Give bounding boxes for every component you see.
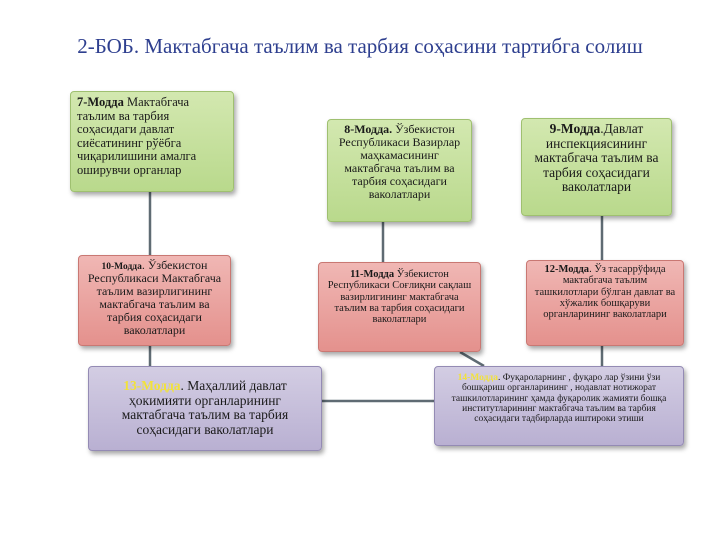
node-article-12: 12-Модда. Ўз тасаррўфида мактабгача таъл… [526, 260, 684, 346]
node-10-number: 10-Модда [101, 262, 142, 272]
page-title: 2-БОБ. Мактабгача таълим ва тарбия соҳас… [77, 34, 643, 58]
node-7-text: Мактабгача таълим ва тарбия соҳасидаги д… [77, 95, 197, 177]
node-article-9: 9-Модда.Давлат инспекциясининг мактабгач… [521, 118, 672, 216]
node-8-text: Ўзбекистон Республикаси Вазирлар маҳкама… [338, 122, 461, 201]
node-13-number: 13-Модда [123, 378, 181, 393]
node-14-text: . Фуқароларнинг , фуқаро лар ўзини ўзи б… [451, 373, 667, 424]
node-11-text: Ўзбекистон Республикаси Соғлиқни сақлаш … [327, 269, 472, 326]
node-article-14: 14-Модда. Фуқароларнинг , фуқаро лар ўзи… [434, 366, 684, 446]
node-12-number: 12-Модда [544, 264, 590, 275]
node-13-text: . Маҳаллий давлат ҳокимияти органларинин… [121, 378, 289, 437]
node-11-number: 11-Модда [350, 269, 395, 280]
node-12-text: . Ўз тасаррўфида мактабгача таълим ташки… [534, 264, 676, 321]
node-7-number: 7-Модда [77, 95, 124, 109]
node-14-number: 14-Модда [457, 373, 498, 383]
node-9-text: .Давлат инспекциясининг мактабгача таъли… [534, 121, 659, 195]
node-10-text: . Ўзбекистон Республикаси Мактабгача таъ… [87, 258, 222, 338]
node-article-7: 7-Модда Мактабгача таълим ва тарбия соҳа… [70, 91, 234, 192]
node-article-13: 13-Модда. Маҳаллий давлат ҳокимияти орга… [88, 366, 322, 451]
connector-11-14 [459, 350, 485, 368]
node-9-number: 9-Модда [549, 121, 601, 136]
node-article-8: 8-Модда. Ўзбекистон Республикаси Вазирла… [327, 119, 472, 222]
node-article-10: 10-Модда. Ўзбекистон Республикаси Мактаб… [78, 255, 231, 346]
node-article-11: 11-Модда Ўзбекистон Республикаси Соғлиқн… [318, 262, 481, 352]
node-8-number: 8-Модда. [344, 122, 393, 136]
